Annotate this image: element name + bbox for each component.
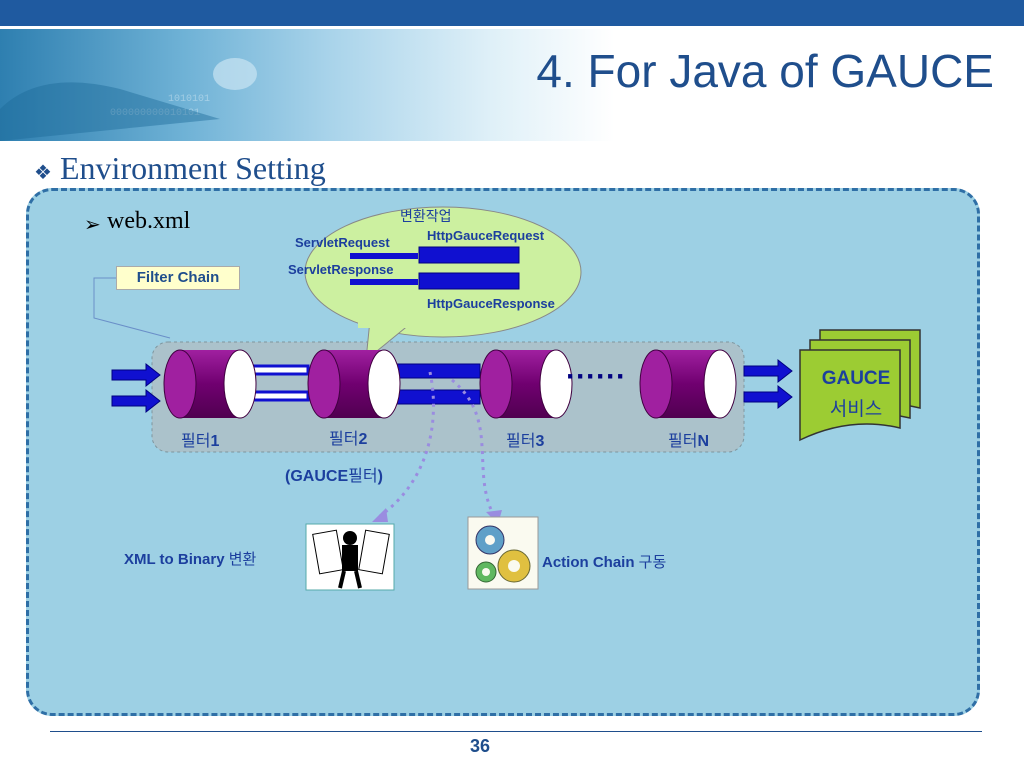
xml-conversion-clipart-icon: [305, 523, 395, 591]
gauce-service-subtitle: 서비스: [829, 399, 883, 420]
top-bar: [0, 0, 1024, 26]
xml-arrow-head: [372, 508, 388, 522]
keyboard-shape: [0, 82, 220, 141]
gauce-filter-note: (GAUCE필터): [285, 468, 383, 485]
gauce-response-bar: [418, 272, 520, 290]
request-bar: [350, 253, 418, 259]
action-chain-label: Action Chain 구동: [542, 554, 667, 571]
filter-3-label: 필터3: [506, 433, 545, 450]
filter-2-cylinder: [307, 349, 401, 419]
filter-3-cylinder: [479, 349, 573, 419]
servlet-response-label: ServletResponse: [288, 262, 394, 277]
filter-n-label: 필터N: [668, 433, 710, 450]
binary-text-2: 000000000010101: [110, 108, 200, 119]
webxml-label: web.xml: [107, 208, 191, 234]
header-decoration: 1010101 000000000010101: [0, 58, 257, 141]
filter-1-label: 필터1: [181, 433, 220, 450]
page-title: 4. For Java of GAUCE: [536, 45, 994, 97]
filter-1-cylinder: [163, 349, 257, 419]
gauce-request-label: HttpGauceRequest: [427, 228, 545, 243]
filter-2-label: 필터2: [329, 431, 368, 448]
footer-divider: [50, 731, 982, 732]
input-arrow-1: [111, 362, 161, 388]
conversion-title: 변환작업: [400, 208, 452, 224]
output-arrow-1: [743, 358, 793, 384]
filter-n-cylinder: [639, 349, 737, 419]
ellipsis-dots: ······: [566, 360, 626, 393]
diamond-bullet-icon: ❖: [34, 162, 52, 184]
response-bar: [350, 279, 418, 285]
section-title: Environment Setting: [60, 150, 326, 186]
output-arrow-2: [743, 384, 793, 410]
page-number: 36: [470, 736, 491, 756]
action-dotted-arrow: [451, 378, 496, 517]
arrow-bullet-icon: ➢: [84, 214, 101, 236]
binary-text-1: 1010101: [168, 94, 210, 105]
top-divider: [0, 26, 1024, 29]
servlet-request-label: ServletRequest: [295, 235, 390, 250]
mouse-icon: [213, 58, 257, 90]
action-chain-gears-icon: [467, 516, 539, 590]
gauce-service-title: GAUCE: [821, 368, 891, 389]
xml-to-binary-label: XML to Binary 변환: [124, 551, 257, 568]
gauce-request-bar: [418, 246, 520, 264]
header-banner: 1010101 000000000010101: [0, 29, 1024, 141]
gauce-service-doc-icon: [799, 329, 921, 442]
filter-chain-label: Filter Chain: [116, 266, 240, 290]
input-arrow-2: [111, 388, 161, 414]
filter-chain-callout-line: [93, 277, 171, 339]
xml-dotted-arrow: [379, 371, 435, 518]
gauce-response-label: HttpGauceResponse: [427, 296, 555, 311]
